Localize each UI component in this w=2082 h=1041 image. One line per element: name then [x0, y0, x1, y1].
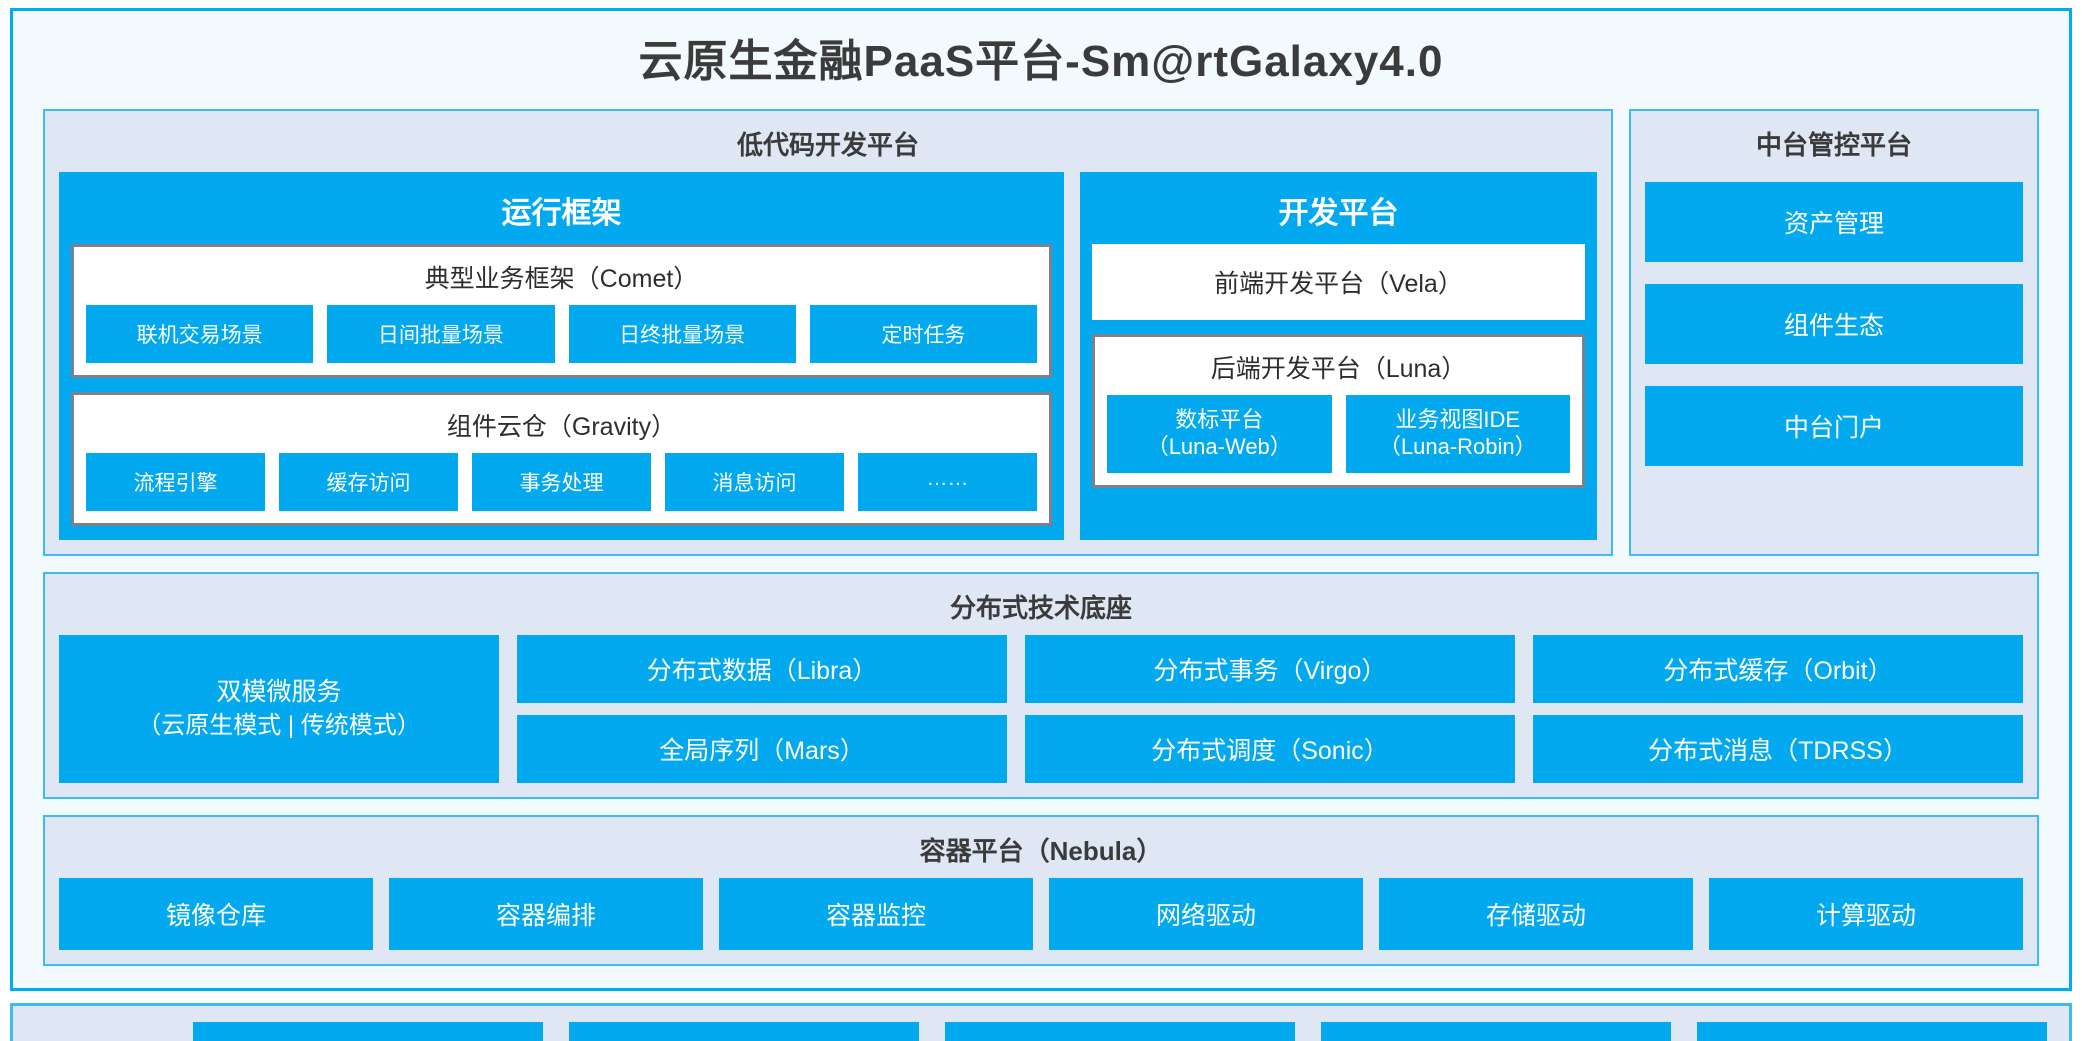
chip-cache-access[interactable]: 缓存访问	[279, 453, 458, 511]
control-platform-panel: 中台管控平台 资产管理 组件生态 中台门户	[1629, 109, 2039, 556]
lowcode-platform-panel: 低代码开发平台 运行框架 典型业务框架（Comet） 联机交易场景 日间批量场景…	[43, 109, 1613, 556]
container-item-compute-driver[interactable]: 计算驱动	[1709, 878, 2023, 950]
chip-scheduled-task[interactable]: 定时任务	[809, 305, 1037, 363]
container-platform-title: 容器平台（Nebula）	[919, 836, 1163, 866]
dual-mode-microservice[interactable]: 双模微服务 （云原生模式 | 传统模式）	[59, 635, 499, 783]
chip-online-transaction[interactable]: 联机交易场景	[86, 305, 314, 363]
lowcode-platform-body: 运行框架 典型业务框架（Comet） 联机交易场景 日间批量场景 日终批量场景 …	[59, 172, 1597, 540]
chip-luna-web-line2: （Luna-Web）	[1146, 433, 1292, 459]
dual-mode-line1: 双模微服务	[216, 677, 342, 706]
container-item-monitoring[interactable]: 容器监控	[719, 878, 1033, 950]
comet-group-title: 典型业务框架（Comet）	[424, 265, 699, 293]
comet-group: 典型业务框架（Comet） 联机交易场景 日间批量场景 日终批量场景 定时任务	[71, 244, 1052, 378]
gravity-group-title: 组件云仓（Gravity）	[446, 413, 677, 441]
infra-item-domestic-hardware[interactable]: 国产化硬件	[1697, 1022, 2047, 1041]
backend-platform-luna-title: 后端开发平台（Luna）	[1210, 355, 1467, 383]
infra-item-private-cloud[interactable]: 私有云	[945, 1022, 1295, 1041]
container-item-storage-driver[interactable]: 存储驱动	[1379, 878, 1693, 950]
chip-transaction-processing[interactable]: 事务处理	[472, 453, 651, 511]
chip-ellipsis-more[interactable]: ……	[858, 453, 1037, 511]
chip-luna-web[interactable]: 数标平台 （Luna-Web）	[1107, 395, 1332, 473]
chip-luna-robin[interactable]: 业务视图IDE （Luna-Robin）	[1345, 395, 1570, 473]
chip-process-engine[interactable]: 流程引擎	[86, 453, 265, 511]
dual-mode-line2: （云原生模式 | 传统模式）	[137, 711, 421, 739]
cell-distributed-cache-orbit[interactable]: 分布式缓存（Orbit）	[1533, 635, 2023, 703]
cell-global-sequence-mars[interactable]: 全局序列（Mars）	[517, 715, 1007, 783]
container-platform-panel: 容器平台（Nebula） 镜像仓库 容器编排 容器监控 网络驱动 存储驱动 计算…	[43, 815, 2039, 966]
page-title: 云原生金融PaaS平台-Sm@rtGalaxy4.0	[638, 37, 1444, 86]
development-platform-box: 开发平台 前端开发平台（Vela） 后端开发平台（Luna） 数标平台 （Lun…	[1080, 172, 1597, 540]
distributed-base-title: 分布式技术底座	[949, 593, 1132, 623]
cell-distributed-message-tdrss[interactable]: 分布式消息（TDRSS）	[1533, 715, 2023, 783]
backend-platform-luna-group: 后端开发平台（Luna） 数标平台 （Luna-Web） 业务视图IDE （Lu…	[1092, 334, 1585, 488]
chip-intraday-batch[interactable]: 日间批量场景	[327, 305, 555, 363]
lowcode-platform-title: 低代码开发平台	[736, 130, 919, 160]
infra-item-public-cloud[interactable]: 公有云	[1321, 1022, 1671, 1041]
gravity-group: 组件云仓（Gravity） 流程引擎 缓存访问 事务处理 消息访问 ……	[71, 392, 1052, 526]
container-item-network-driver[interactable]: 网络驱动	[1049, 878, 1363, 950]
infra-item-physical-machine[interactable]: 物理机	[193, 1022, 543, 1041]
distributed-column-1: 分布式数据（Libra） 全局序列（Mars）	[517, 635, 1007, 783]
infrastructure-bar: 基础设施 物理机 虚拟机 私有云 公有云 国产化硬件	[10, 1003, 2072, 1041]
runtime-framework-title: 运行框架	[501, 197, 622, 230]
control-platform-item-list: 资产管理 组件生态 中台门户	[1645, 172, 2023, 466]
container-item-image-registry[interactable]: 镜像仓库	[59, 878, 373, 950]
distributed-column-2: 分布式事务（Virgo） 分布式调度（Sonic）	[1025, 635, 1515, 783]
luna-chip-list: 数标平台 （Luna-Web） 业务视图IDE （Luna-Robin）	[1107, 395, 1570, 473]
development-platform-title: 开发平台	[1278, 197, 1399, 230]
chip-eod-batch[interactable]: 日终批量场景	[568, 305, 796, 363]
chip-luna-robin-line2: （Luna-Robin）	[1378, 433, 1537, 459]
distributed-column-3: 分布式缓存（Orbit） 分布式消息（TDRSS）	[1533, 635, 2023, 783]
infra-item-virtual-machine[interactable]: 虚拟机	[569, 1022, 919, 1041]
comet-chip-list: 联机交易场景 日间批量场景 日终批量场景 定时任务	[86, 305, 1037, 363]
container-item-orchestration[interactable]: 容器编排	[389, 878, 703, 950]
chip-message-access[interactable]: 消息访问	[665, 453, 844, 511]
control-item-component-ecosystem[interactable]: 组件生态	[1645, 284, 2023, 364]
cell-distributed-scheduling-sonic[interactable]: 分布式调度（Sonic）	[1025, 715, 1515, 783]
infrastructure-item-list: 物理机 虚拟机 私有云 公有云 国产化硬件	[193, 1022, 2047, 1041]
infrastructure-label: 基础设施	[35, 1036, 167, 1041]
control-item-asset-management[interactable]: 资产管理	[1645, 182, 2023, 262]
chip-luna-robin-line1: 业务视图IDE	[1395, 407, 1521, 432]
platform-outer-frame: 云原生金融PaaS平台-Sm@rtGalaxy4.0 低代码开发平台 运行框架 …	[10, 8, 2072, 991]
control-item-portal[interactable]: 中台门户	[1645, 386, 2023, 466]
frontend-platform-vela[interactable]: 前端开发平台（Vela）	[1092, 244, 1585, 320]
distributed-base-panel: 分布式技术底座 双模微服务 （云原生模式 | 传统模式） 分布式数据（Libra…	[43, 572, 2039, 799]
cell-distributed-transaction-virgo[interactable]: 分布式事务（Virgo）	[1025, 635, 1515, 703]
container-platform-item-list: 镜像仓库 容器编排 容器监控 网络驱动 存储驱动 计算驱动	[59, 878, 2023, 950]
cell-distributed-data-libra[interactable]: 分布式数据（Libra）	[517, 635, 1007, 703]
chip-luna-web-line1: 数标平台	[1175, 407, 1264, 432]
gravity-chip-list: 流程引擎 缓存访问 事务处理 消息访问 ……	[86, 453, 1037, 511]
top-row: 低代码开发平台 运行框架 典型业务框架（Comet） 联机交易场景 日间批量场景…	[43, 109, 2039, 556]
distributed-base-body: 双模微服务 （云原生模式 | 传统模式） 分布式数据（Libra） 全局序列（M…	[59, 635, 2023, 783]
runtime-framework-box: 运行框架 典型业务框架（Comet） 联机交易场景 日间批量场景 日终批量场景 …	[59, 172, 1064, 540]
control-platform-title: 中台管控平台	[1755, 130, 1912, 160]
